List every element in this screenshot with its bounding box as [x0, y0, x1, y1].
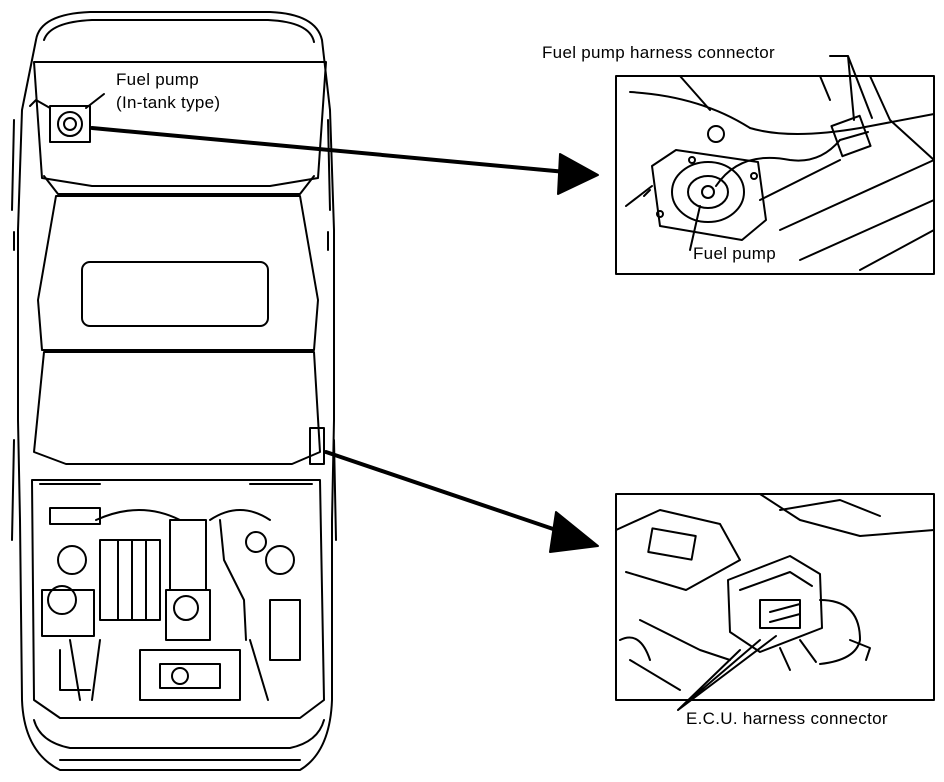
arrowhead-ecu — [549, 511, 599, 553]
roof — [37, 195, 319, 351]
ecu-detail-panel — [615, 493, 935, 711]
fuel-pump-marker — [29, 93, 105, 143]
arrow-to-fuel-pump-detail — [90, 126, 568, 174]
ecu-leader — [677, 635, 777, 711]
ecu-box — [727, 555, 823, 653]
fuel-pump-label: Fuel pump — [116, 70, 200, 89]
fuel-pump-detail-panel — [615, 55, 935, 275]
ecu-harness-connector-label: E.C.U. harness connector — [686, 709, 888, 728]
car-body-outline — [17, 11, 335, 771]
engine-bay — [31, 479, 325, 719]
fuel-pump-type-label: (In-tank type) — [116, 93, 221, 112]
car-top-view — [11, 11, 337, 771]
harness-leader — [829, 55, 873, 121]
front-bumper — [33, 719, 325, 749]
fuel-pump-harness-connector-label: Fuel pump harness connector — [542, 43, 776, 62]
pointer-arrows — [90, 126, 568, 534]
rear-window — [33, 61, 327, 187]
arrowhead-fuel-pump — [557, 153, 599, 195]
sunroof — [81, 261, 269, 327]
arrow-to-ecu-detail — [324, 450, 564, 534]
side-mirror — [309, 427, 325, 465]
pump-leader — [689, 205, 701, 251]
fuel-pump-detail-label: Fuel pump — [693, 244, 777, 263]
windshield — [33, 351, 321, 465]
